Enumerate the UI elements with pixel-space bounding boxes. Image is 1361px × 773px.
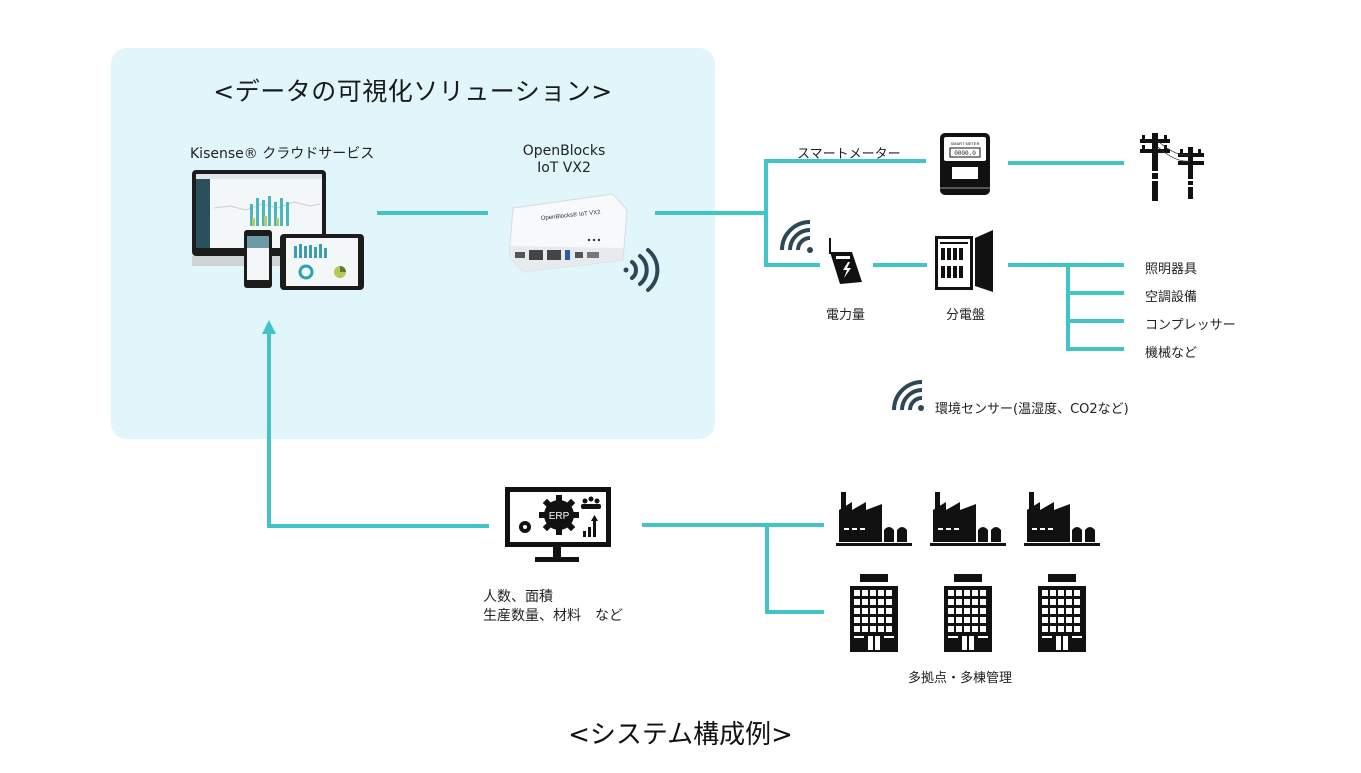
- gateway-label-line2: IoT VX2: [537, 160, 591, 176]
- arrow-up-icon: [262, 320, 276, 334]
- connector-to-power-sensor: [764, 263, 820, 267]
- connector-meter-pole: [1008, 161, 1124, 165]
- env-sensor-label: 環境センサー(温湿度、CO2など): [935, 402, 1129, 417]
- connector-erp-up: [267, 330, 271, 528]
- power-sensor-label: 電力量: [826, 308, 866, 323]
- connector-load-3: [1066, 319, 1124, 323]
- connector-sites-vertical: [765, 523, 769, 614]
- wireless-signal-icon: [622, 248, 660, 294]
- smart-meter-icon: SMART METER 0000.0: [940, 133, 990, 195]
- erp-monitor-icon: ERP: [505, 487, 613, 567]
- distribution-board-icon: [935, 230, 999, 292]
- connector-loads-vertical: [1066, 263, 1070, 351]
- factory-icon: [836, 492, 914, 548]
- wireless-signal-icon: [892, 380, 926, 414]
- sites-label: 多拠点・多棟管理: [908, 671, 1013, 686]
- office-building-icon: [1038, 574, 1088, 654]
- connector-to-smart-meter: [764, 159, 926, 163]
- connector-branch-vertical: [764, 159, 768, 267]
- factory-icon: [930, 492, 1008, 548]
- connector-to-buildings: [765, 610, 824, 614]
- connector-erp-left: [267, 524, 489, 528]
- connector-cloud-gateway: [377, 211, 488, 215]
- gateway-label-line1: OpenBlocks: [522, 143, 606, 159]
- load-item: コンプレッサー: [1145, 318, 1236, 333]
- load-item: 機械など: [1145, 346, 1198, 361]
- office-building-icon: [944, 574, 994, 654]
- load-item: 空調設備: [1145, 290, 1198, 305]
- office-building-icon: [850, 574, 900, 654]
- smart-meter-label: スマートメーター: [797, 147, 901, 162]
- connector-sensor-board: [873, 263, 927, 267]
- erp-text: ERP: [549, 511, 570, 522]
- factory-icon: [1024, 492, 1102, 548]
- connector-erp-sites: [642, 523, 824, 527]
- load-item: 照明器具: [1145, 262, 1198, 277]
- wireless-signal-icon: [780, 220, 816, 256]
- connector-load-4: [1066, 347, 1124, 351]
- gateway-device-icon: OpenBlocks® IoT VX2: [505, 190, 629, 278]
- power-sensor-icon: [826, 238, 864, 286]
- cloud-service-label: Kisense® クラウドサービス: [190, 146, 375, 162]
- meter-header: SMART METER: [951, 141, 980, 146]
- figure-caption: <システム構成例>: [568, 720, 793, 750]
- devices-dashboard-icon: [190, 168, 370, 294]
- connector-load-2: [1066, 291, 1124, 295]
- erp-label-line1: 人数、面積: [483, 589, 553, 605]
- erp-label-line2: 生産数量、材料 など: [483, 608, 623, 624]
- panel-title: <データの可視化ソリューション>: [213, 77, 613, 106]
- connector-gateway-branch: [655, 211, 767, 215]
- distribution-board-label: 分電盤: [946, 308, 986, 323]
- power-pole-icon: [1138, 133, 1210, 201]
- meter-value: 0000.0: [954, 150, 976, 157]
